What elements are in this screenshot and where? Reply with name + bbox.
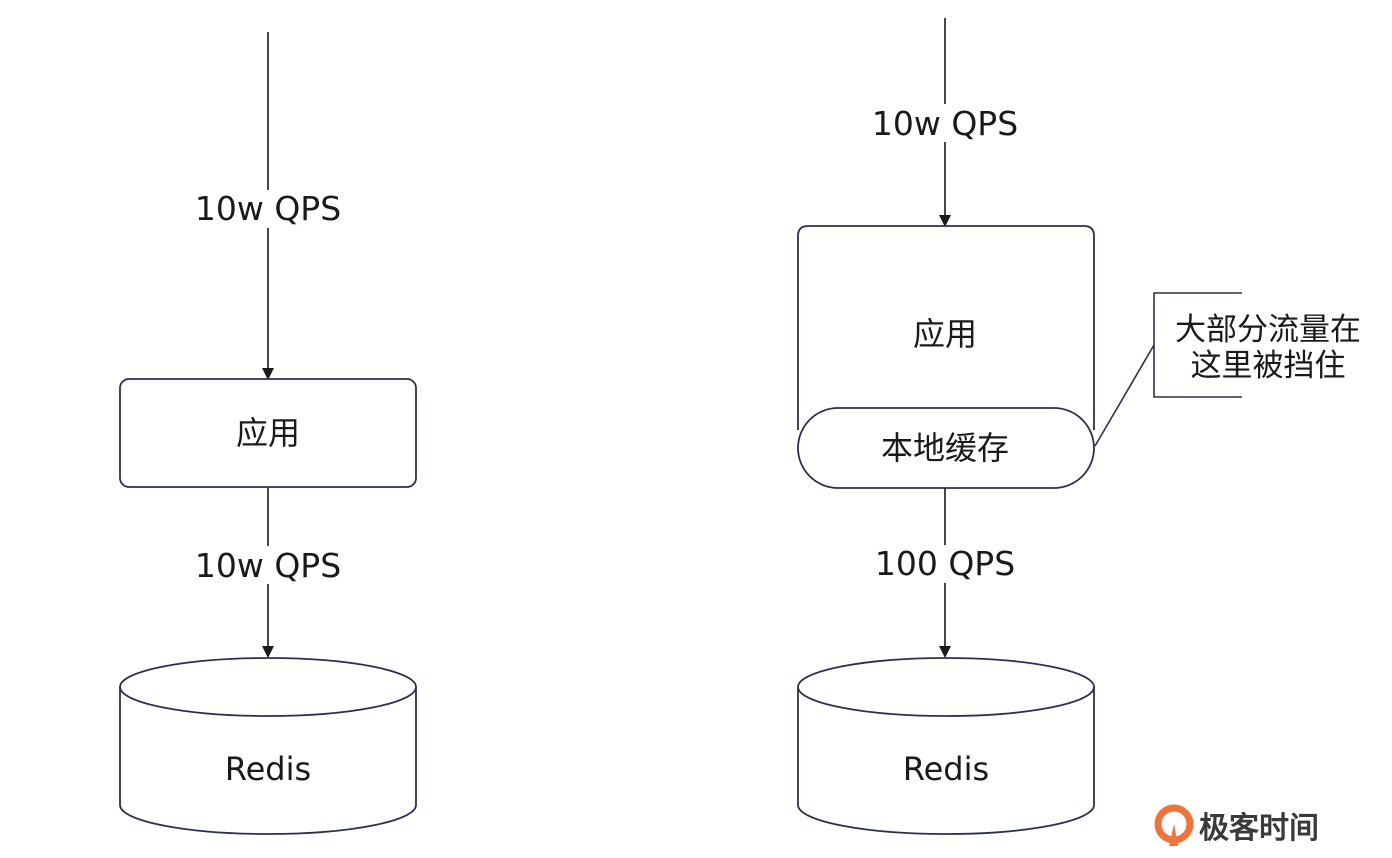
callout-text-line-1: 大部分流量在 — [1175, 312, 1361, 348]
left-app-label: 应用 — [236, 414, 300, 452]
right-redis-body — [797, 687, 1095, 835]
geektime-logo-icon — [1154, 804, 1194, 846]
callout-leader-line — [1094, 344, 1155, 447]
right-redis-cylinder — [797, 657, 1095, 835]
right-cache-pill — [797, 407, 1095, 489]
left-app-box — [119, 378, 417, 488]
callout-text-line-2: 这里被挡住 — [1191, 348, 1346, 384]
right-flow: 10w QPS 应用 本地缓存 100 QPS Redis 大部分流量在 这里被… — [797, 18, 1361, 835]
watermark: 极客时间 — [1154, 804, 1319, 846]
left-flow: 10w QPS 应用 10w QPS Redis — [119, 32, 417, 835]
callout: 大部分流量在 这里被挡住 — [1094, 292, 1361, 447]
right-redis-label: Redis — [903, 750, 989, 788]
right-outgoing-qps-label: 100 QPS — [875, 544, 1015, 583]
left-redis-body — [119, 687, 417, 835]
right-redis-top — [797, 657, 1095, 717]
left-redis-top — [119, 657, 417, 717]
left-redis-cylinder — [119, 657, 417, 835]
right-cache-label: 本地缓存 — [881, 429, 1009, 467]
right-app-box — [797, 225, 1095, 430]
watermark-text: 极客时间 — [1199, 811, 1319, 846]
left-incoming-qps-label: 10w QPS — [195, 189, 341, 228]
right-app-label: 应用 — [913, 315, 977, 353]
left-outgoing-qps-label: 10w QPS — [195, 546, 341, 585]
left-redis-label: Redis — [225, 750, 311, 788]
right-incoming-qps-label: 10w QPS — [872, 104, 1018, 143]
